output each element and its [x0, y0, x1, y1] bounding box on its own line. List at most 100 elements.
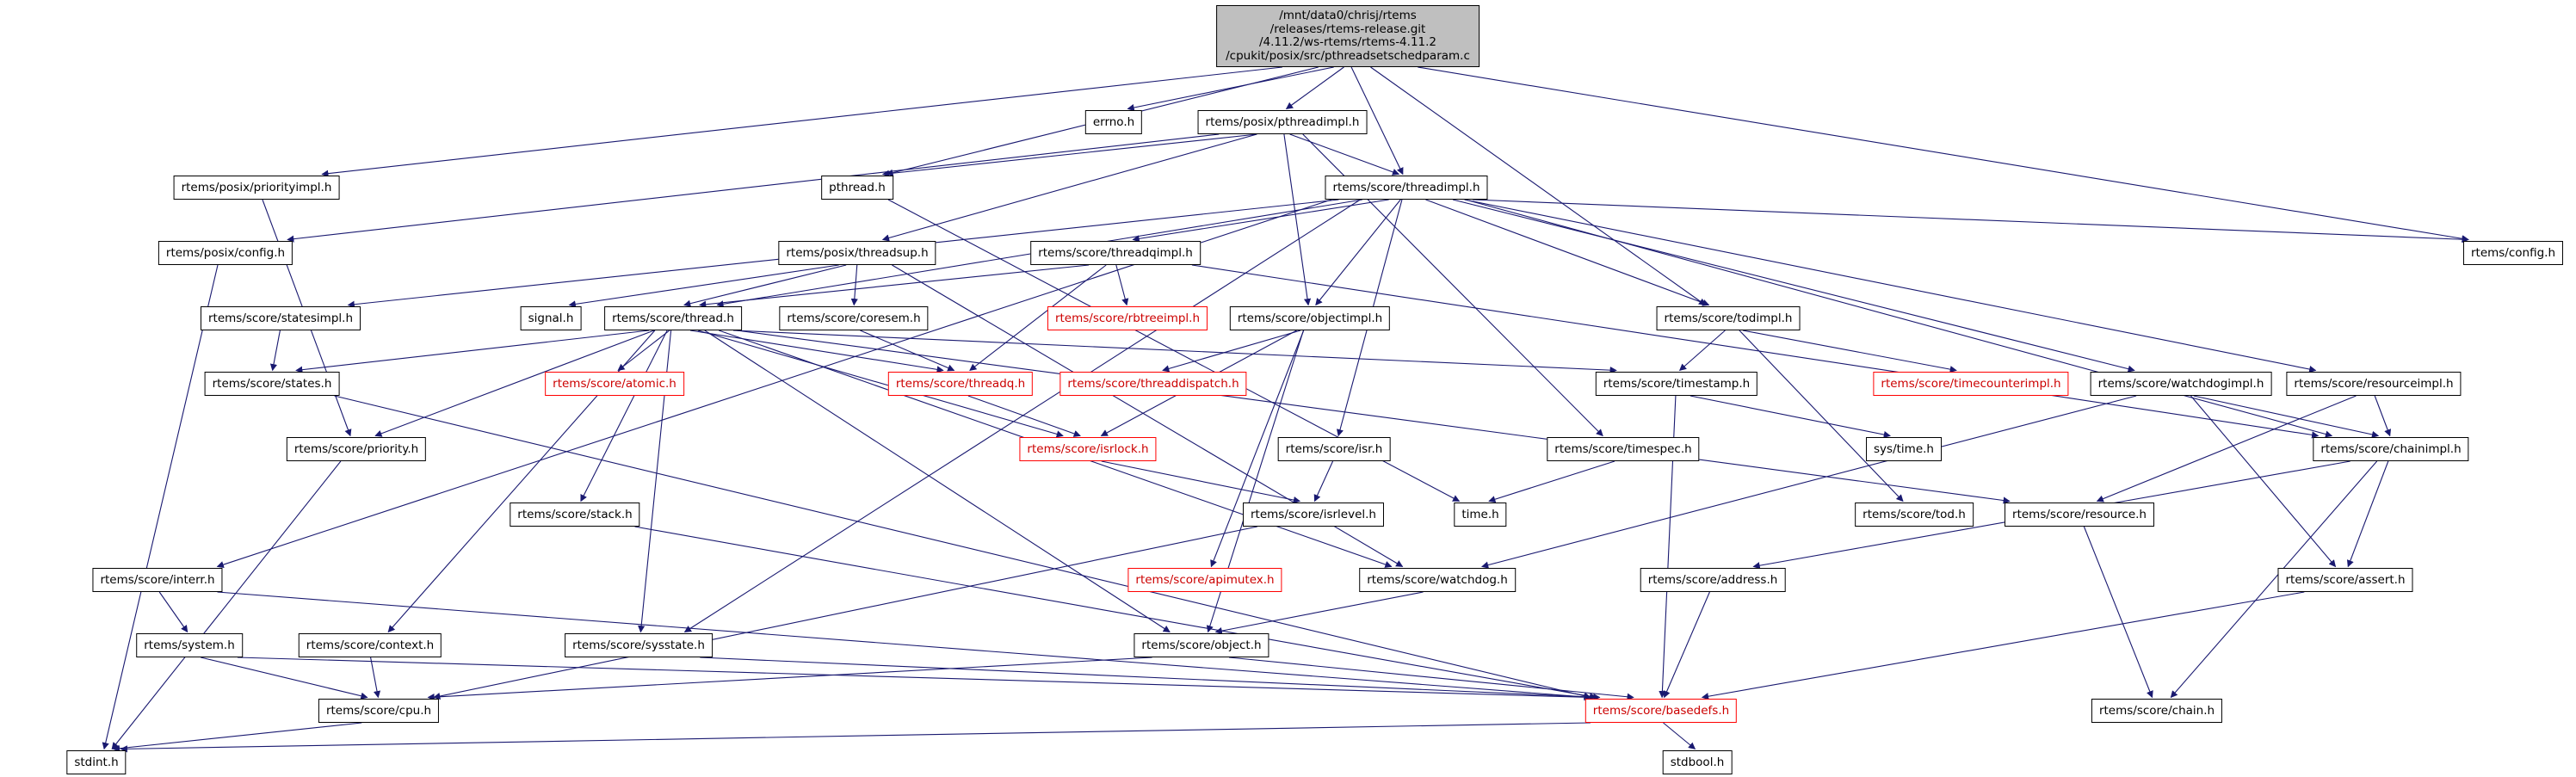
node-system[interactable]: rtems/system.h — [136, 633, 243, 657]
node-signal[interactable]: signal.h — [520, 306, 582, 330]
include-edge — [1473, 199, 2469, 244]
include-edge — [287, 133, 1220, 243]
node-watchdogimpl[interactable]: rtems/score/watchdogimpl.h — [2090, 372, 2272, 396]
include-edge — [1313, 460, 1334, 503]
include-edge — [1701, 591, 2305, 700]
include-edge — [689, 330, 944, 373]
node-threadimpl[interactable]: rtems/score/threadimpl.h — [1325, 176, 1488, 200]
include-edge — [237, 657, 1591, 701]
include-edge — [112, 722, 362, 752]
node-address[interactable]: rtems/score/address.h — [1640, 568, 1786, 592]
node-timecounterimpl[interactable]: rtems/score/timecounterimpl.h — [1873, 372, 2069, 396]
node-stdint[interactable]: stdint.h — [66, 750, 127, 774]
node-thread[interactable]: rtems/score/thread.h — [604, 306, 742, 330]
include-edge — [1127, 66, 1334, 112]
include-edge — [634, 526, 1597, 700]
include-edge — [2190, 395, 2337, 568]
include-edge — [2170, 460, 2378, 699]
include-edge — [1739, 330, 1904, 503]
node-tod[interactable]: rtems/score/tod.h — [1855, 503, 1974, 527]
include-edge — [1210, 330, 1305, 568]
include-edge — [321, 66, 1282, 177]
include-edge — [580, 330, 668, 503]
node-resource[interactable]: rtems/score/resource.h — [2005, 503, 2154, 527]
include-edge — [1464, 199, 2317, 373]
include-edge — [1418, 66, 2469, 243]
include-edge — [850, 264, 858, 306]
node-errno[interactable]: errno.h — [1084, 110, 1143, 134]
include-edge — [1101, 460, 1301, 504]
include-edge — [2096, 395, 2357, 503]
node-resourceimpl[interactable]: rtems/score/resourceimpl.h — [2286, 372, 2462, 396]
node-watchdog[interactable]: rtems/score/watchdog.h — [1359, 568, 1516, 592]
node-threadsup[interactable]: rtems/posix/threadsup.h — [778, 241, 936, 265]
include-edge — [1283, 133, 1312, 306]
include-edge — [1481, 395, 2137, 569]
node-priorityimpl[interactable]: rtems/posix/priorityimpl.h — [173, 176, 340, 200]
node-rbtreeimpl[interactable]: rtems/score/rbtreeimpl.h — [1047, 306, 1208, 330]
node-object[interactable]: rtems/score/object.h — [1134, 633, 1269, 657]
node-cpu[interactable]: rtems/score/cpu.h — [318, 699, 440, 723]
node-pthread[interactable]: pthread.h — [821, 176, 893, 200]
include-edge — [881, 133, 1257, 242]
node-src: /mnt/data0/chrisj/rtems /releases/rtems-… — [1216, 5, 1480, 67]
node-states[interactable]: rtems/score/states.h — [204, 372, 340, 396]
node-pthreadimpl[interactable]: rtems/posix/pthreadimpl.h — [1197, 110, 1368, 134]
node-chain[interactable]: rtems/score/chain.h — [2091, 699, 2223, 723]
node-assert[interactable]: rtems/score/assert.h — [2277, 568, 2413, 592]
node-isr[interactable]: rtems/score/isr.h — [1277, 437, 1391, 461]
include-edge — [370, 657, 381, 699]
node-threadqimpl[interactable]: rtems/score/threadqimpl.h — [1030, 241, 1201, 265]
node-time[interactable]: time.h — [1454, 503, 1507, 527]
node-chainimpl[interactable]: rtems/score/chainimpl.h — [2313, 437, 2469, 461]
node-apimutex[interactable]: rtems/score/apimutex.h — [1127, 568, 1282, 592]
node-atomic[interactable]: rtems/score/atomic.h — [545, 372, 684, 396]
include-edge — [1115, 264, 1129, 306]
node-isrlevel[interactable]: rtems/score/isrlevel.h — [1243, 503, 1384, 527]
include-edge — [736, 330, 2011, 504]
include-edge — [1663, 591, 1710, 699]
include-edge — [1289, 133, 1400, 176]
include-edge — [1678, 330, 1726, 372]
node-objectimpl[interactable]: rtems/score/objectimpl.h — [1229, 306, 1391, 330]
node-stdbool[interactable]: stdbool.h — [1662, 750, 1733, 774]
include-edge — [217, 591, 1591, 701]
node-threadq[interactable]: rtems/score/threadq.h — [887, 372, 1034, 396]
include-edge — [700, 657, 1601, 701]
node-basedefs[interactable]: rtems/score/basedefs.h — [1585, 699, 1738, 723]
node-statesimpl[interactable]: rtems/score/statesimpl.h — [200, 306, 361, 330]
include-edge — [1228, 657, 1634, 700]
include-edge — [1690, 395, 1891, 439]
include-edge — [2193, 395, 2380, 438]
include-edge — [697, 330, 1064, 438]
node-posix-config[interactable]: rtems/posix/config.h — [158, 241, 293, 265]
include-edge — [967, 395, 1081, 437]
node-timespec[interactable]: rtems/score/timespec.h — [1547, 437, 1700, 461]
node-stack[interactable]: rtems/score/stack.h — [510, 503, 640, 527]
include-edge — [2083, 526, 2153, 699]
node-threaddispatch[interactable]: rtems/score/threaddispatch.h — [1059, 372, 1247, 396]
include-edge — [1663, 722, 1696, 750]
node-isrlock[interactable]: rtems/score/isrlock.h — [1019, 437, 1157, 461]
node-sys-time[interactable]: sys/time.h — [1866, 437, 1942, 461]
node-timestamp[interactable]: rtems/score/timestamp.h — [1595, 372, 1758, 396]
node-context[interactable]: rtems/score/context.h — [298, 633, 442, 657]
include-edge — [111, 460, 342, 750]
node-todimpl[interactable]: rtems/score/todimpl.h — [1656, 306, 1801, 330]
include-edge — [334, 395, 1591, 700]
include-edge — [158, 591, 188, 633]
include-edge — [1162, 330, 1301, 373]
node-rtems-config[interactable]: rtems/config.h — [2462, 241, 2564, 265]
node-coresem[interactable]: rtems/score/coresem.h — [779, 306, 929, 330]
node-sysstate[interactable]: rtems/score/sysstate.h — [565, 633, 713, 657]
include-edge — [860, 330, 955, 372]
node-interr[interactable]: rtems/score/interr.h — [92, 568, 223, 592]
include-edge — [374, 330, 655, 437]
include-edge — [969, 264, 1107, 372]
include-edge — [433, 526, 1257, 700]
include-edge — [1742, 330, 1957, 373]
node-priority[interactable]: rtems/score/priority.h — [286, 437, 427, 461]
include-edge — [1370, 66, 1707, 305]
